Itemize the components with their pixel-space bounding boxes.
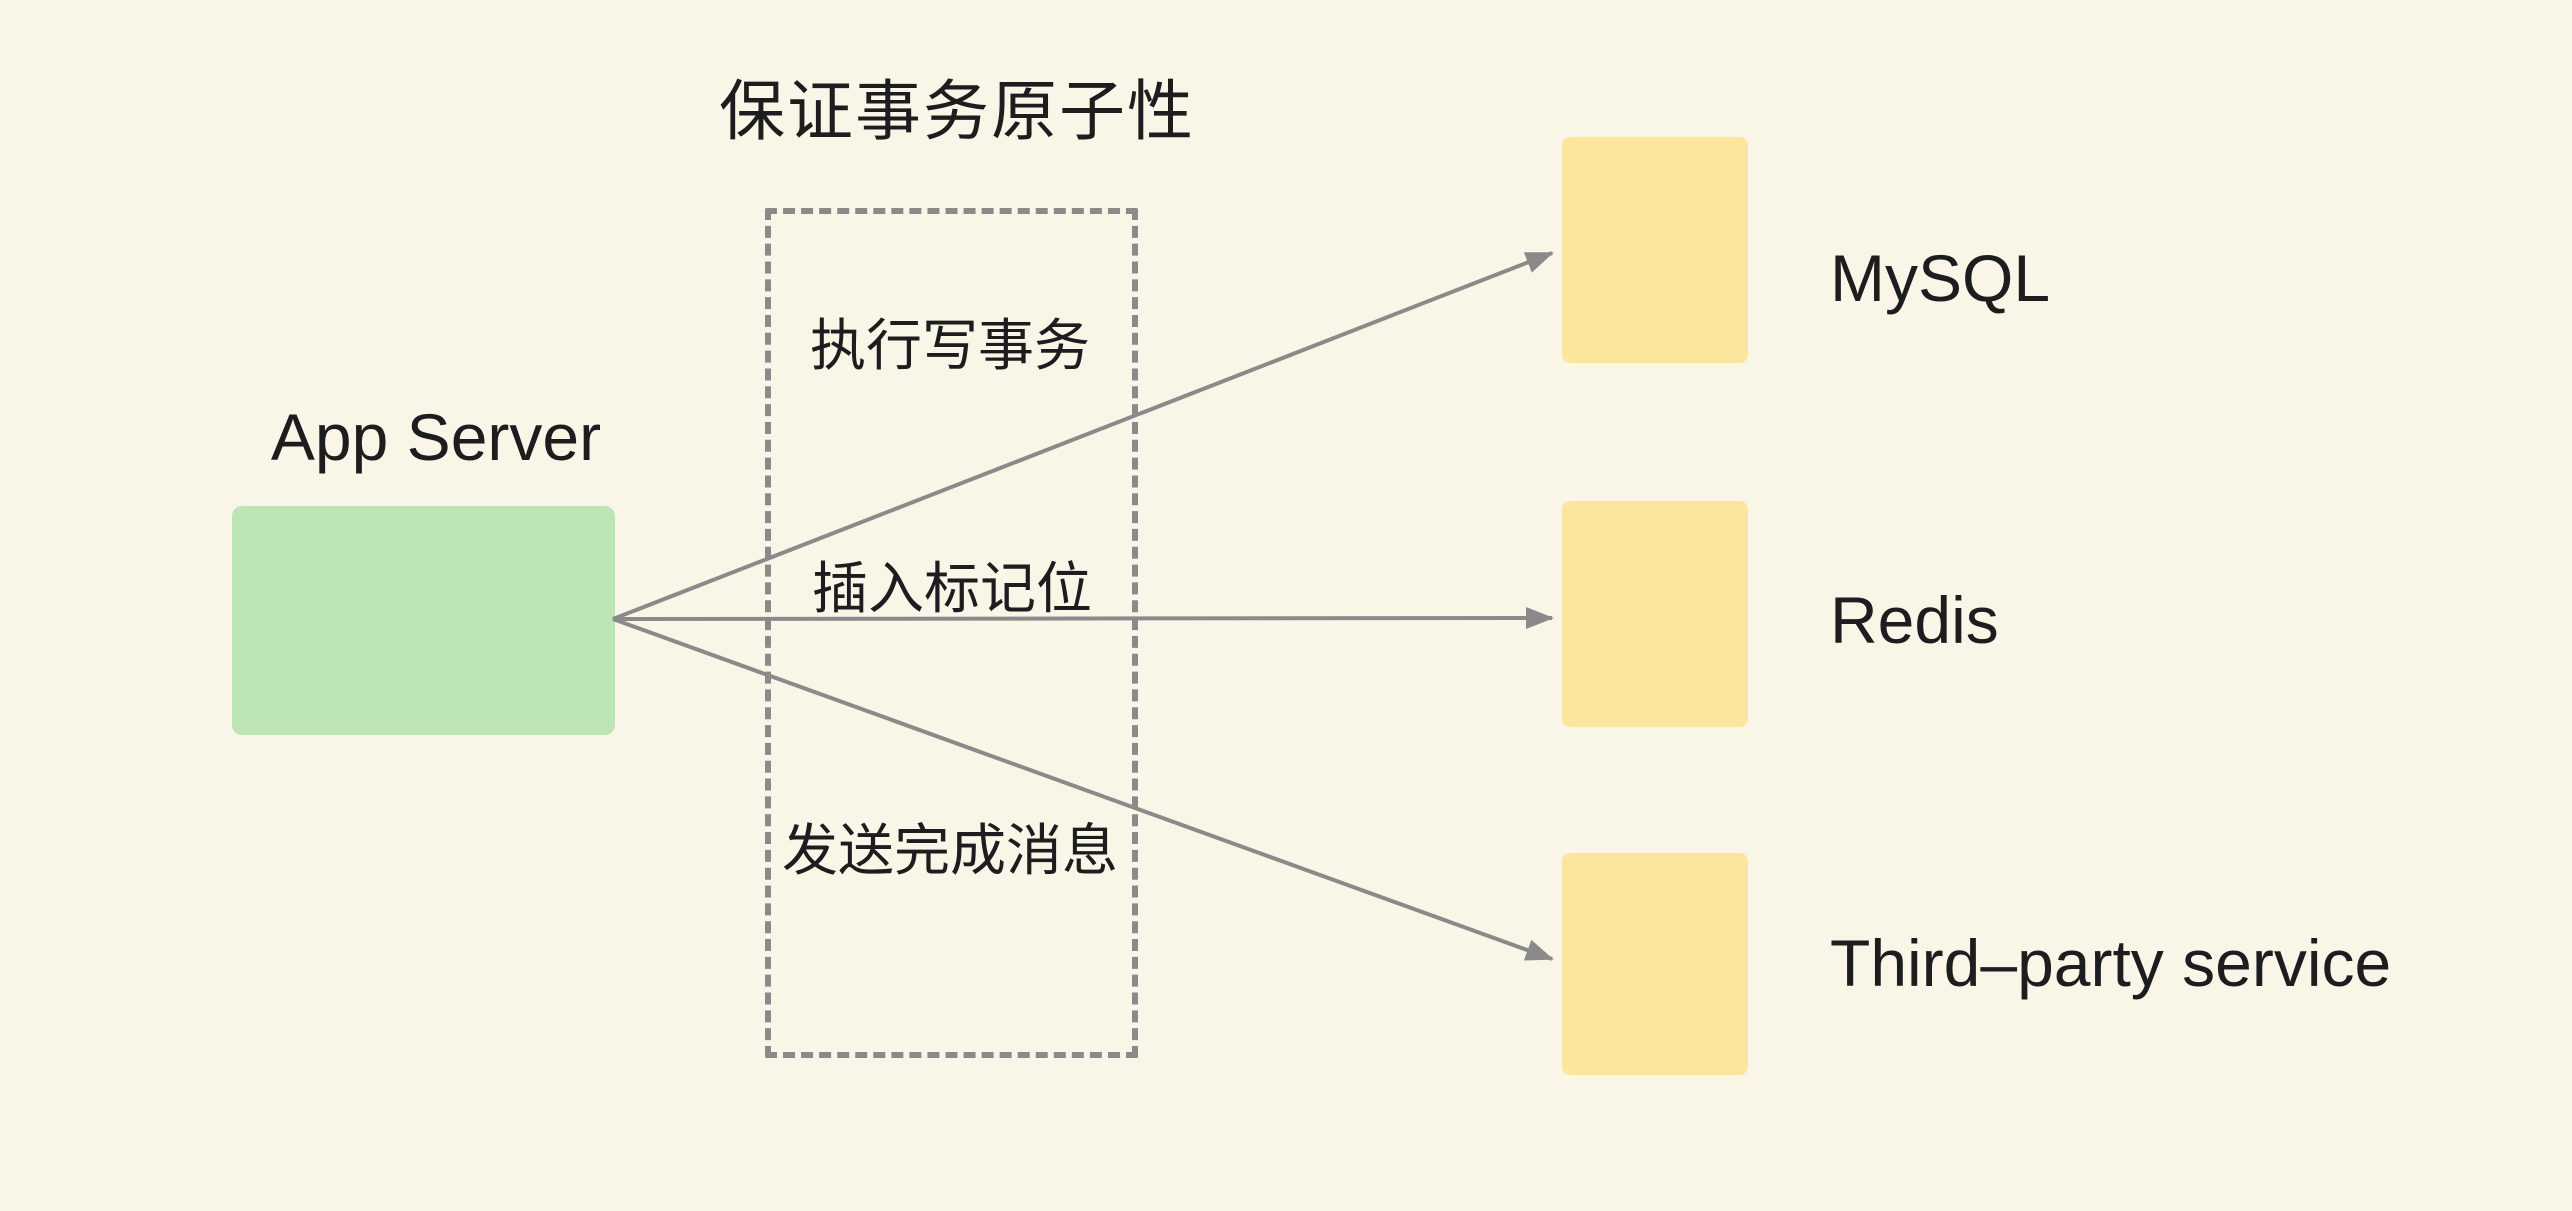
redis-label: Redis bbox=[1830, 583, 1999, 657]
diagram-title: 保证事务原子性 bbox=[719, 74, 1195, 148]
step-label-execute-write-transaction: 执行写事务 bbox=[810, 314, 1090, 377]
app-server-node bbox=[232, 506, 615, 735]
redis-node bbox=[1562, 501, 1748, 727]
third-party-label: Third–party service bbox=[1830, 926, 2392, 1000]
third-party-node bbox=[1562, 853, 1748, 1075]
app-server-label: App Server bbox=[270, 400, 602, 474]
mysql-label: MySQL bbox=[1830, 241, 2051, 315]
step-label-send-completion-message: 发送完成消息 bbox=[782, 819, 1118, 882]
step-label-insert-marker-bit: 插入标记位 bbox=[812, 557, 1092, 620]
mysql-node bbox=[1562, 137, 1748, 363]
